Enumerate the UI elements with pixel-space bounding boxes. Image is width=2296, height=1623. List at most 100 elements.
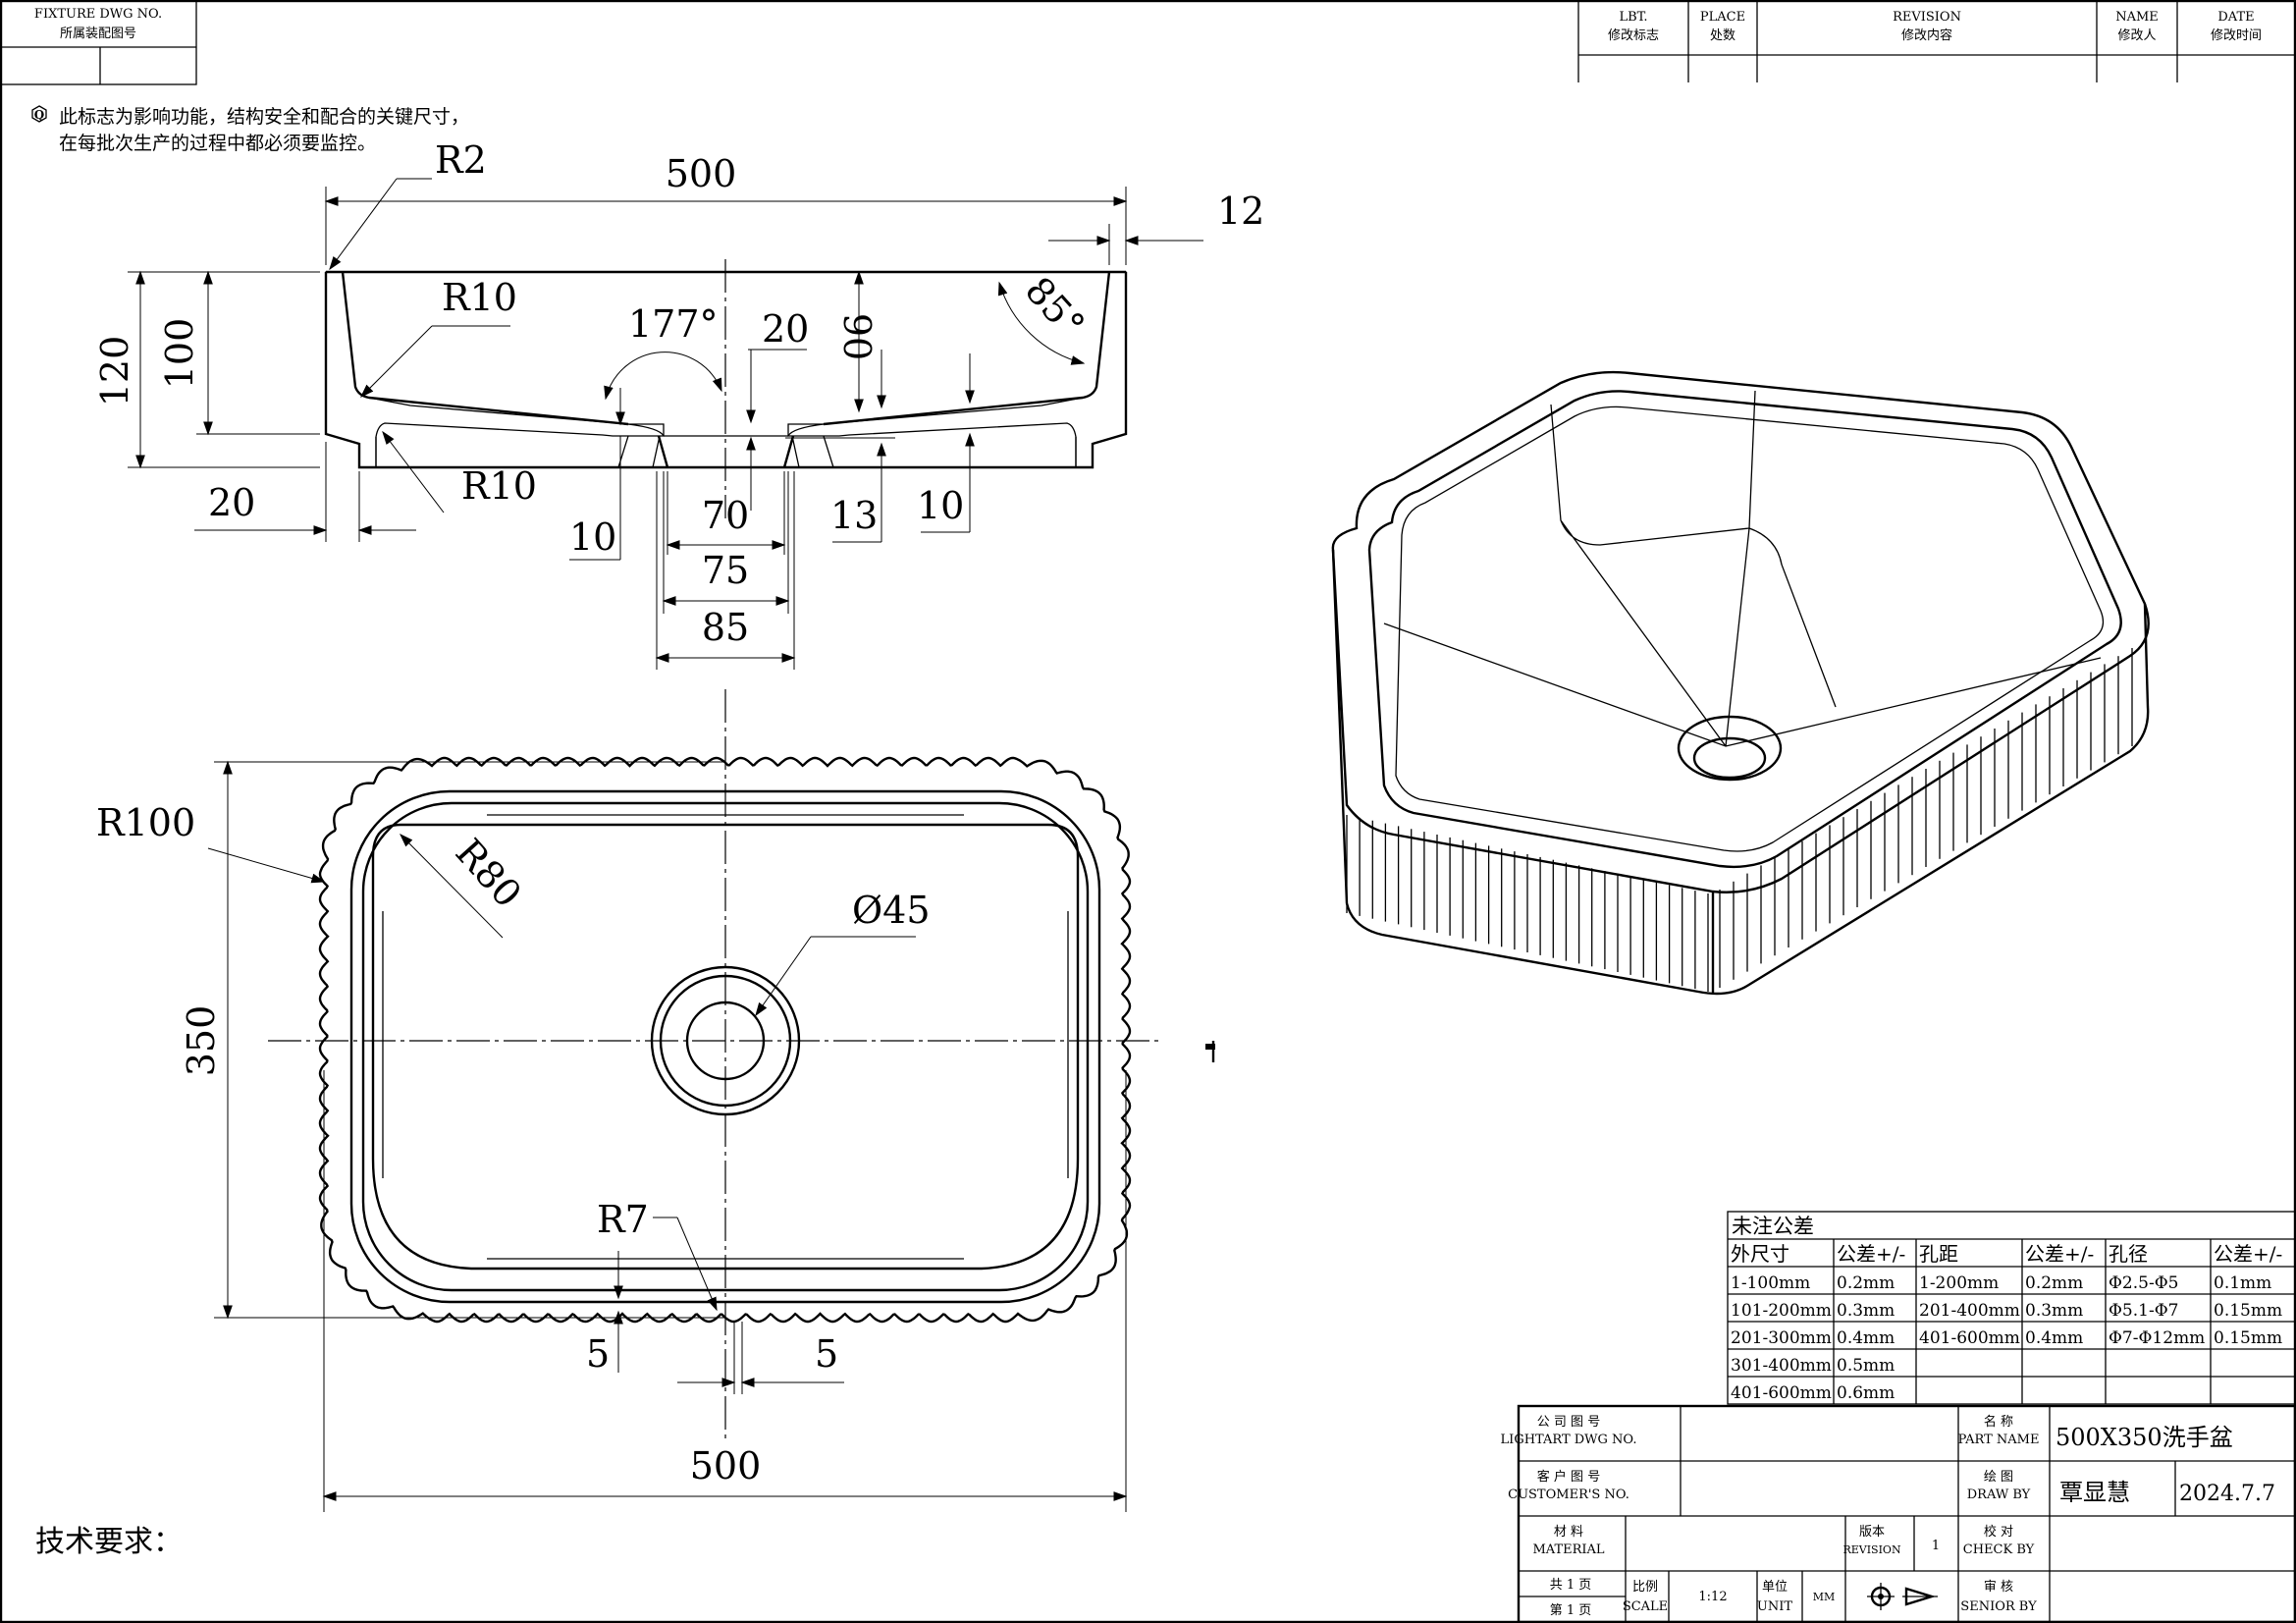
dim-r80: R80 [448,831,530,916]
projection-symbol-icon [1867,1583,1938,1610]
note-line-2: 在每批次生产的过程中都必须要监控。 [59,133,376,154]
tb-check-cn: 校 对 [1984,1524,2013,1540]
dim-5-right: 5 [815,1332,838,1376]
isometric-view [1331,370,2150,996]
rev-date-en: DATE [2217,10,2254,25]
dim-drain-75: 75 [702,549,749,592]
dim-angle-85: 85° [1017,269,1094,347]
note-line-1: 此标志为影响功能，结构安全和配合的关键尺寸， [59,106,469,128]
dim-wall-20: 20 [208,481,255,524]
dim-drain-85: 85 [702,606,749,649]
tb-unit-en: UNIT [1757,1599,1792,1614]
tb-customer-dwg-cn: 客 户 图 号 [1537,1469,1600,1485]
tolerance-cell: 0.1mm [2214,1273,2271,1293]
tb-date-value: 2024.7.7 [2179,1482,2275,1506]
tb-unit-value: MM [1813,1591,1836,1603]
tolerance-title: 未注公差 [1732,1215,1814,1238]
iso-drain-outer [1677,715,1783,782]
tolerance-cell: 0.5mm [1837,1356,1895,1376]
dim-rim-12: 12 [1217,189,1264,233]
plan-scalloped-outline [318,756,1132,1324]
rev-revision-en: REVISION [1893,10,1961,25]
tolerance-cell: 101-200mm [1731,1301,1832,1321]
tolerance-cell: 0.15mm [2214,1328,2282,1348]
key-dimension-note: Q 此标志为影响功能，结构安全和配合的关键尺寸， 在每批次生产的过程中都必须要监… [31,105,469,154]
section-view: 500 12 R2 120 100 R10 177° 20 90 [93,138,1264,670]
tolerance-header: 孔径 [2109,1242,2148,1266]
tolerance-cell: 201-300mm [1731,1328,1832,1348]
tolerance-cell: 0.2mm [1837,1273,1895,1293]
dim-depth-100: 100 [158,318,201,390]
tolerance-cell: 1-200mm [1919,1273,1999,1293]
tb-check-en: CHECK BY [1963,1542,2035,1557]
key-dimension-icon [31,105,47,123]
tolerance-header: 公差+/- [2214,1242,2282,1266]
rev-place-cn: 处数 [1710,28,1735,43]
dim-base-10: 10 [569,515,616,559]
tolerance-cell: 301-400mm [1731,1356,1832,1376]
dim-10-right: 10 [917,484,964,527]
tb-draw-cn: 绘 图 [1984,1470,2013,1485]
fixture-label-en: FIXTURE DWG NO. [34,7,162,22]
tb-draw-en: DRAW BY [1967,1488,2031,1502]
plan-bowl-edge [371,823,1080,1271]
tb-scale-cn: 比例 [1632,1580,1658,1595]
tolerance-header: 公差+/- [2025,1242,2094,1266]
tb-part-name-cn: 名 称 [1984,1414,2013,1430]
tolerance-cell: 0.15mm [2214,1301,2282,1321]
iso-bowl-edge [1395,406,2105,852]
dim-plan-350: 350 [180,1005,223,1077]
tb-part-name-en: PART NAME [1958,1433,2040,1447]
dim-angle-177: 177° [628,302,719,346]
tolerance-cell: 0.3mm [1837,1301,1895,1321]
dim-drain-20: 20 [762,307,809,351]
tb-customer-dwg-en: CUSTOMER'S NO. [1508,1488,1629,1502]
tolerance-header: 外尺寸 [1731,1242,1789,1266]
rev-lbt-en: LBT. [1619,10,1647,25]
tolerance-cell: 0.3mm [2025,1301,2083,1321]
dim-r2: R2 [435,138,487,182]
rev-name-en: NAME [2115,10,2159,25]
tb-material-en: MATERIAL [1532,1542,1604,1557]
tolerance-cell: Φ7-Φ12mm [2109,1328,2205,1348]
tb-draw-value: 覃显慧 [2059,1479,2130,1506]
tolerance-cell: Φ5.1-Φ7 [2109,1301,2178,1321]
tolerance-cell: 0.6mm [1837,1383,1895,1403]
tolerance-cell: 401-600mm [1731,1383,1832,1403]
title-block: 公 司 图 号 LIGHTART DWG NO. 名 称 PART NAME 5… [1501,1404,2296,1623]
tolerance-cell: 401-600mm [1919,1328,2020,1348]
dim-r100: R100 [96,801,195,844]
revision-table: LBT. 修改标志 PLACE 处数 REVISION 修改内容 NAME 修改… [1577,1,2295,82]
note-symbol: Q [34,108,44,122]
dim-5-left: 5 [586,1332,610,1376]
dim-inner-90: 90 [835,313,879,360]
tb-total-pages: 共 1 页 [1550,1578,1592,1593]
dim-depth-120: 120 [93,336,136,407]
dim-drain-dia: Ø45 [852,889,931,932]
tb-company-dwg-cn: 公 司 图 号 [1537,1415,1600,1430]
rev-date-cn: 修改时间 [2211,28,2262,43]
plan-view: R100 R80 Ø45 350 R7 5 5 500 [96,689,1215,1512]
tb-revision-cn: 版本 [1859,1525,1885,1540]
tech-requirements: 技术要求： [35,1525,183,1559]
rev-name-cn: 修改人 [2117,28,2156,43]
tb-revision-en: REVISION [1842,1543,1901,1556]
tb-company-dwg-en: LIGHTART DWG NO. [1501,1433,1637,1447]
tolerance-cell: 0.2mm [2025,1273,2083,1293]
rev-revision-cn: 修改内容 [1901,27,1952,43]
dim-r10-top: R10 [442,276,517,319]
tolerance-header: 公差+/- [1837,1242,1905,1266]
tolerance-cell: 0.4mm [1837,1328,1895,1348]
dim-13: 13 [830,494,878,537]
tb-page-no: 第 1 页 [1550,1603,1592,1618]
dim-drain-70: 70 [702,494,749,537]
iso-rim-outer [1331,370,2150,893]
tb-unit-cn: 单位 [1762,1580,1788,1595]
tolerance-header: 孔距 [1919,1242,1958,1266]
tb-part-name-value: 500X350洗手盆 [2056,1424,2233,1451]
dim-plan-500: 500 [690,1444,762,1488]
tb-material-cn: 材 料 [1554,1525,1583,1540]
tolerance-cell: Φ2.5-Φ5 [2109,1273,2178,1293]
